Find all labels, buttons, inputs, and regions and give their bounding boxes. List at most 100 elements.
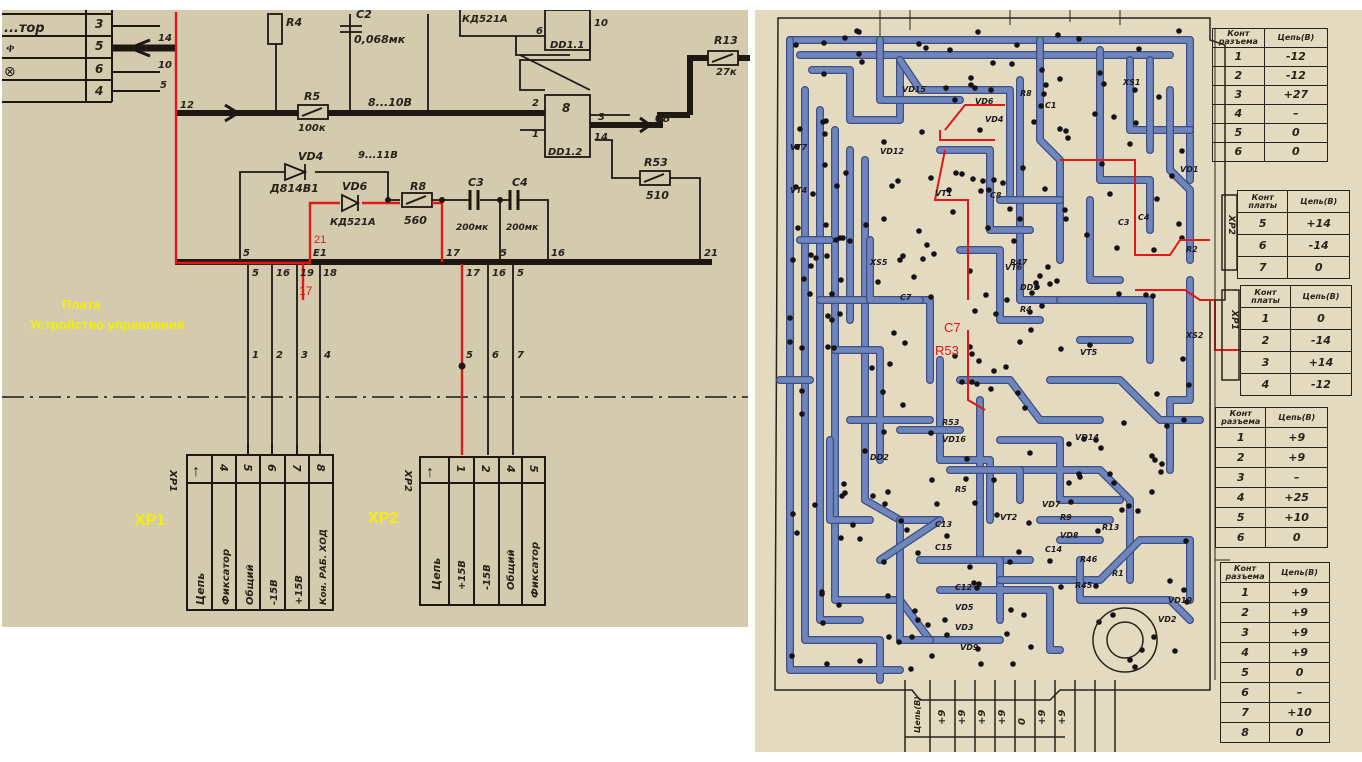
solder-pad: [1127, 141, 1133, 147]
table-cell: +9: [1269, 622, 1330, 643]
solder-pad: [889, 183, 895, 189]
pcb-component-label: VD1: [1180, 165, 1198, 174]
table-cell: -12: [1263, 47, 1329, 67]
solder-pad: [978, 188, 984, 194]
solder-pad: [836, 602, 842, 608]
table-cell: +9: [1265, 427, 1328, 448]
voltage-9-11: 9...11В: [358, 150, 398, 161]
output-08: 08: [655, 112, 671, 125]
xp1-wire-number: 1: [252, 350, 259, 361]
table-cell: 6: [1219, 682, 1271, 703]
table-row: 5+10: [1214, 507, 1328, 528]
solder-pad: [885, 489, 891, 495]
xp2-pin: 4: [504, 464, 517, 473]
solder-pad: [944, 632, 950, 638]
top-pin-3: 6: [95, 62, 103, 76]
solder-pad: [923, 45, 929, 51]
xp2-wire-number: 7: [517, 350, 524, 361]
table-row: 6–: [1219, 682, 1330, 703]
table-cell: -14: [1289, 329, 1353, 352]
red-pin-21: 21: [314, 234, 326, 246]
c2-label: C2: [356, 8, 372, 21]
solder-pad: [1098, 445, 1104, 451]
solder-pad: [920, 256, 926, 262]
solder-pad: [1093, 583, 1099, 589]
solder-pad: [943, 85, 949, 91]
solder-pad: [881, 429, 887, 435]
table-header: Цепь(В): [1287, 190, 1350, 213]
solder-pad: [1068, 499, 1074, 505]
solder-pad: [1133, 120, 1139, 126]
table-cell: 0: [1263, 123, 1329, 143]
bus-pin-labels: 5 E1 17 5 16 21 5 16 19 18 17 16 5 1 2 3…: [243, 248, 718, 361]
table-header: Цепь(В): [1265, 407, 1328, 428]
solder-pad: [881, 139, 887, 145]
pcb-component-label: VD8: [1060, 531, 1079, 540]
xp1-pin: 7: [290, 464, 303, 472]
solder-pad: [900, 402, 906, 408]
pcb-component-label: VD14: [1075, 433, 1099, 442]
table-row: 4–: [1212, 104, 1329, 124]
solder-pad: [916, 228, 922, 234]
pcb-component-label: VT6: [1005, 263, 1023, 272]
solder-pad: [1158, 469, 1164, 475]
solder-pad: [1156, 94, 1162, 100]
solder-pad: [821, 71, 827, 77]
pin-2: 2: [532, 98, 539, 109]
table-cell: 4: [1212, 104, 1265, 124]
table-cell: 1: [1214, 427, 1267, 448]
solder-pad: [1063, 128, 1069, 134]
xp2-signal: Общий: [505, 549, 517, 590]
solder-pad: [834, 183, 840, 189]
solder-pad: [1111, 480, 1117, 486]
wire-14: 14: [158, 33, 172, 44]
pcb-component-label: DD1: [1020, 283, 1039, 292]
solder-pad: [1027, 450, 1033, 456]
table-cell: +14: [1289, 351, 1353, 374]
pcb-component-label: R47: [1010, 258, 1028, 267]
solder-pad: [1000, 180, 1006, 186]
solder-pad: [822, 131, 828, 137]
solder-pad: [1045, 264, 1051, 270]
bus-top-pin: 17: [446, 248, 460, 259]
solder-pad: [1057, 126, 1063, 132]
xp2-signal: +15В: [457, 560, 468, 590]
pcb-component-label: VD3: [955, 623, 974, 632]
pcb-red-highlight: [933, 104, 1240, 411]
table-row: 7+10: [1219, 702, 1330, 723]
solder-pad: [1135, 508, 1141, 514]
solder-pad: [1132, 664, 1138, 670]
pcb-component-label: VT5: [1080, 348, 1098, 357]
solder-pad: [977, 127, 983, 133]
pcb-component-label: VD4: [985, 115, 1004, 124]
solder-pad: [1149, 453, 1155, 459]
bus-bottom-pin: 16: [492, 268, 506, 279]
top-connector: [2, 10, 175, 103]
table-cell: 3: [1240, 351, 1291, 374]
solder-pad: [1184, 599, 1190, 605]
table-cell: 3: [1219, 622, 1271, 643]
solder-pad: [909, 634, 915, 640]
solder-pad: [1016, 549, 1022, 555]
vd6-type: КД521А: [330, 217, 376, 228]
dd12-label: DD1.2: [548, 147, 582, 158]
solder-pad: [952, 353, 958, 359]
solder-pad: [1084, 232, 1090, 238]
xp1-signal: Общий: [244, 564, 256, 605]
bottom-table-header: Цепь(В): [913, 696, 922, 733]
solder-pad: [911, 274, 917, 280]
vd4-type: Д814В1: [269, 182, 319, 195]
table-cell: –: [1265, 467, 1328, 488]
solder-pad: [972, 308, 978, 314]
r13-label: R13: [714, 34, 738, 47]
solder-pad: [953, 170, 959, 176]
xp2-pin: 2: [479, 465, 492, 473]
solder-pad: [887, 361, 893, 367]
solder-pad: [925, 622, 931, 628]
pcb-component-label: VD7: [1042, 500, 1061, 509]
bottom-table: [904, 680, 1116, 752]
table-cell: +9: [1269, 602, 1330, 623]
solder-pad: [1037, 273, 1043, 279]
solder-pad: [1126, 503, 1132, 509]
